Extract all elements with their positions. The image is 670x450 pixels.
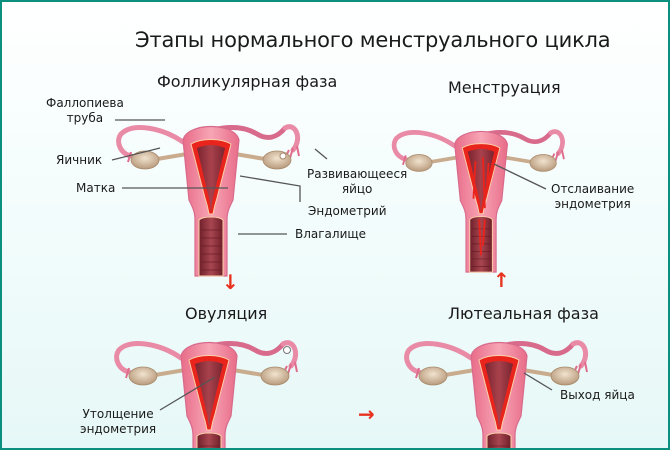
label-endometrium-thickening: Утолщение эндометрия (80, 407, 157, 436)
released-egg-icon (283, 346, 291, 354)
label-fallopian-tube: Фаллопиева труба (46, 96, 124, 125)
phase-title-menstruation: Менструация (448, 78, 561, 97)
phase-title-follicular: Фолликулярная фаза (157, 72, 338, 91)
arrow-down-icon: ↓ (222, 270, 239, 294)
label-uterus: Матка (76, 181, 116, 195)
uterus-illustration-luteal (400, 324, 600, 450)
label-ovary: Яичник (56, 153, 103, 167)
label-developing-egg: Развивающееся яйцо (307, 167, 408, 196)
phase-title-ovulation: Овуляция (185, 304, 268, 323)
label-endometrium-shedding: Отслаивание эндометрия (551, 182, 635, 211)
developing-egg-icon (279, 152, 287, 160)
uterus-illustration-follicular (112, 108, 312, 278)
phase-title-luteal: Лютеальная фаза (448, 304, 599, 323)
arrow-up-icon: ↑ (493, 268, 510, 292)
diagram-title: Этапы нормального менструального цикла (135, 28, 611, 52)
uterus-illustration-menstruation (382, 114, 582, 274)
label-endometrium: Эндометрий (308, 204, 387, 218)
label-vagina: Влагалище (295, 227, 367, 241)
uterus-illustration-ovulation (110, 324, 310, 450)
label-egg-release: Выход яйца (560, 388, 635, 402)
arrow-right-icon: → (358, 402, 375, 426)
